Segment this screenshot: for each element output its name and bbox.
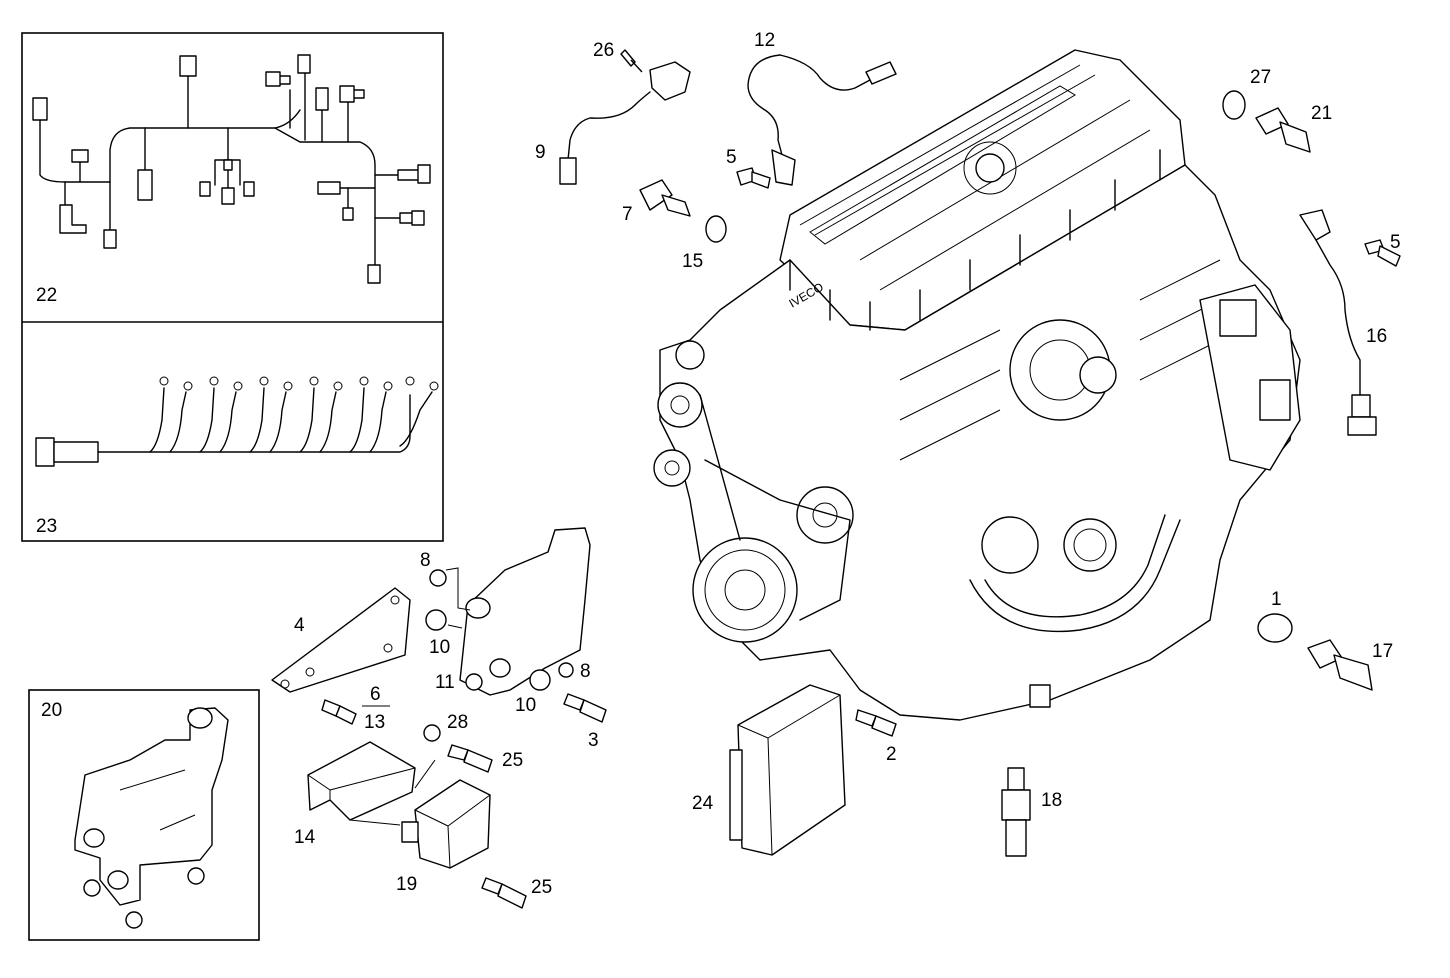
label-6: 6 <box>370 684 381 705</box>
part-9-sensor-with-cable <box>559 61 691 185</box>
part-5-bolt <box>736 167 771 189</box>
label-7: 7 <box>622 204 633 225</box>
label-22: 22 <box>36 285 57 306</box>
part-18-sensor <box>1001 767 1031 857</box>
part-19-relay <box>401 779 491 869</box>
label-5b: 5 <box>1390 232 1401 253</box>
part-27-seal-ring <box>1222 90 1246 120</box>
label-10b: 10 <box>515 695 536 716</box>
label-26: 26 <box>593 40 614 61</box>
part-8-plug-top <box>429 569 447 587</box>
label-3: 3 <box>588 730 599 751</box>
injector-wiring-harness <box>35 376 439 467</box>
label-25b: 25 <box>531 877 552 898</box>
label-12: 12 <box>754 30 775 51</box>
label-9: 9 <box>535 142 546 163</box>
label-4: 4 <box>294 615 305 636</box>
ecu-cooler-plate <box>459 527 591 696</box>
label-25a: 25 <box>502 750 523 771</box>
label-28: 28 <box>447 712 468 733</box>
part-26-bolt <box>620 49 643 73</box>
label-19: 19 <box>396 874 417 895</box>
part-10-plug-left <box>425 609 447 631</box>
label-14: 14 <box>294 827 316 848</box>
part-25-bolt-lower <box>481 877 527 909</box>
part-8-plug-right <box>558 662 574 678</box>
part-17-sensor <box>1307 639 1373 691</box>
label-27: 27 <box>1250 67 1271 88</box>
part-7-sensor <box>639 179 691 217</box>
part-5-bolt-right <box>1364 239 1401 267</box>
label-10a: 10 <box>429 637 450 658</box>
part-24-ecu <box>729 684 846 856</box>
part-11-plug <box>465 673 483 691</box>
label-5a: 5 <box>726 147 737 168</box>
label-2: 2 <box>886 744 897 765</box>
ecu-cooler-inset <box>28 689 260 941</box>
label-21: 21 <box>1311 103 1332 124</box>
label-24: 24 <box>692 793 714 814</box>
label-8b: 8 <box>580 661 591 682</box>
label-15: 15 <box>682 251 703 272</box>
label-16: 16 <box>1366 326 1387 347</box>
part-12-sensor-with-cable <box>747 54 897 186</box>
label-13: 13 <box>364 712 385 733</box>
part-1-plug <box>1257 613 1293 643</box>
main-wiring-harness <box>32 54 431 284</box>
part-2-bolt <box>855 709 897 737</box>
part-10-plug-bottom <box>529 669 551 691</box>
label-17: 17 <box>1372 641 1393 662</box>
part-28-nut <box>423 724 441 742</box>
part-16-sensor-with-cable <box>1299 209 1377 436</box>
label-1: 1 <box>1271 589 1282 610</box>
part-21-sensor <box>1255 107 1311 153</box>
label-18: 18 <box>1041 790 1062 811</box>
label-8a: 8 <box>420 550 431 571</box>
part-25-bolt-upper <box>447 744 493 773</box>
label-23: 23 <box>36 516 57 537</box>
wiring-inset-frame <box>21 32 444 542</box>
engine-assembly: IVECO <box>653 49 1301 721</box>
part-4-bracket <box>271 587 411 693</box>
label-20: 20 <box>41 700 62 721</box>
part-3-bolt <box>563 693 607 723</box>
part-6-13-bolt <box>321 699 357 725</box>
part-15-seal-ring <box>705 215 727 243</box>
label-11: 11 <box>435 672 455 693</box>
part-14-relay-bracket <box>307 741 436 826</box>
